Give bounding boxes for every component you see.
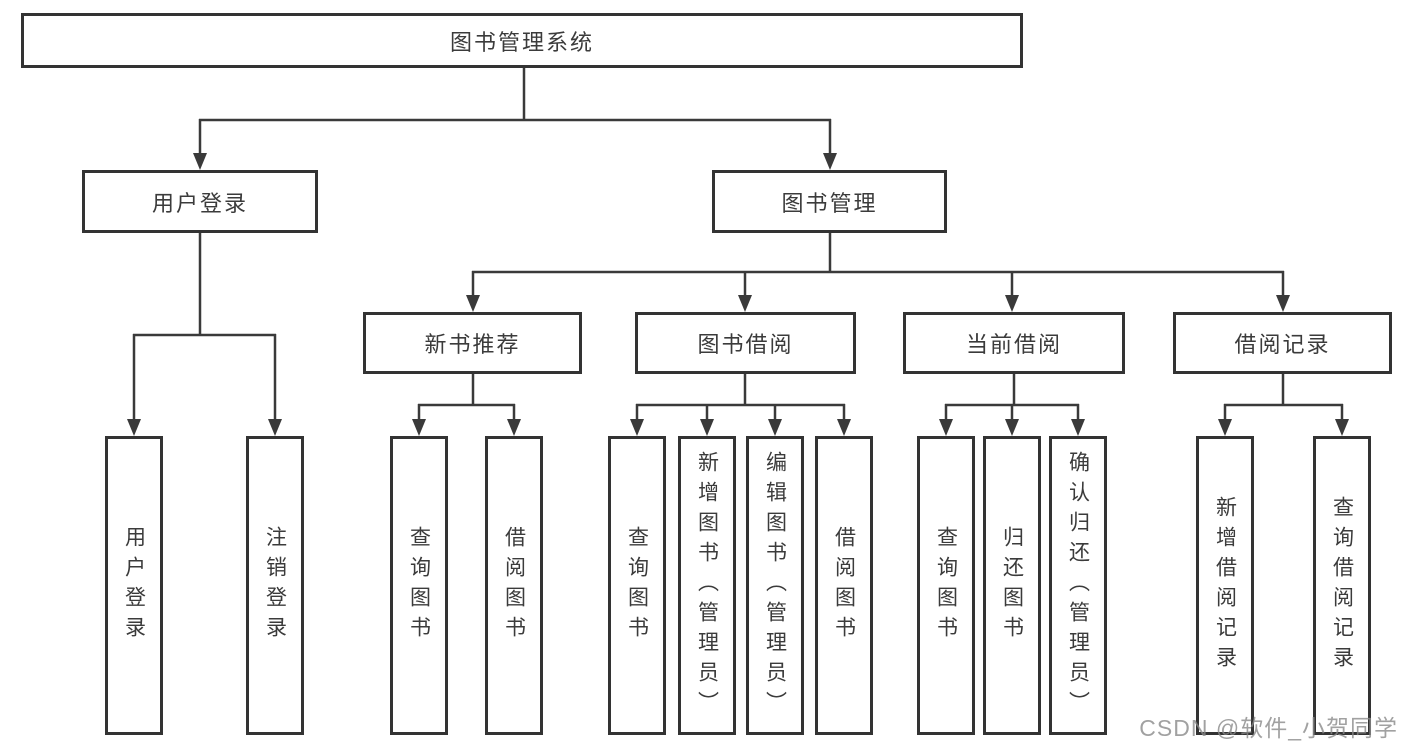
node-user-login: 用户登录: [82, 170, 318, 233]
connector-newbook-to-leaves: [412, 374, 521, 436]
node-book-management-label: 图书管理: [781, 190, 878, 216]
node-borrow-records-label: 借阅记录: [1234, 332, 1331, 357]
leaf-borrow-books-newbook: 借阅图书: [485, 436, 543, 735]
leaf-query-books-current: 查询图书: [917, 436, 975, 735]
leaf-query-books-borrow-label: 查询图书: [625, 525, 649, 646]
connector-userlogin-to-leaves: [127, 233, 282, 436]
node-root-label: 图书管理系统: [449, 29, 594, 55]
leaf-query-books-newbook-label: 查询图书: [407, 525, 431, 646]
leaf-edit-book-admin-label: 编辑图书（管理员）: [763, 450, 787, 721]
connector-current-to-leaves: [939, 374, 1085, 436]
node-new-book-recommend: 新书推荐: [363, 312, 582, 374]
node-borrow-records: 借阅记录: [1173, 312, 1392, 374]
connector-bookmgmt-to-level3: [466, 233, 1290, 312]
leaf-add-book-admin: 新增图书（管理员）: [678, 436, 736, 735]
leaf-query-borrow-record-label: 查询借阅记录: [1330, 495, 1354, 676]
node-book-borrow-label: 图书借阅: [697, 332, 794, 357]
leaf-query-books-current-label: 查询图书: [934, 525, 958, 646]
leaf-add-borrow-record-label: 新增借阅记录: [1213, 495, 1237, 676]
leaf-borrow-books-borrow-label: 借阅图书: [832, 525, 856, 646]
leaf-user-login-label: 用户登录: [122, 525, 146, 646]
node-root: 图书管理系统: [21, 13, 1023, 68]
leaf-user-login: 用户登录: [105, 436, 163, 735]
connector-borrow-to-leaves: [630, 374, 851, 436]
connector-record-to-leaves: [1218, 374, 1349, 436]
node-current-borrow-label: 当前借阅: [965, 332, 1062, 357]
connector-root-to-level2: [193, 68, 837, 170]
leaf-confirm-return-admin-label: 确认归还（管理员）: [1066, 450, 1090, 721]
leaf-query-books-borrow: 查询图书: [608, 436, 666, 735]
node-book-borrow: 图书借阅: [635, 312, 856, 374]
csdn-watermark: CSDN @软件_小贺同学: [1139, 715, 1398, 741]
leaf-logout: 注销登录: [246, 436, 304, 735]
node-current-borrow: 当前借阅: [903, 312, 1125, 374]
leaf-return-book: 归还图书: [983, 436, 1041, 735]
node-book-management: 图书管理: [712, 170, 947, 233]
leaf-borrow-books-newbook-label: 借阅图书: [502, 525, 526, 646]
leaf-add-book-admin-label: 新增图书（管理员）: [695, 450, 719, 721]
leaf-edit-book-admin: 编辑图书（管理员）: [746, 436, 804, 735]
node-new-book-recommend-label: 新书推荐: [424, 332, 521, 357]
leaf-add-borrow-record: 新增借阅记录: [1196, 436, 1254, 735]
leaf-query-books-newbook: 查询图书: [390, 436, 448, 735]
node-user-login-label: 用户登录: [151, 190, 248, 216]
leaf-borrow-books-borrow: 借阅图书: [815, 436, 873, 735]
leaf-logout-label: 注销登录: [263, 525, 287, 646]
leaf-confirm-return-admin: 确认归还（管理员）: [1049, 436, 1107, 735]
leaf-return-book-label: 归还图书: [1000, 525, 1024, 646]
leaf-query-borrow-record: 查询借阅记录: [1313, 436, 1371, 735]
